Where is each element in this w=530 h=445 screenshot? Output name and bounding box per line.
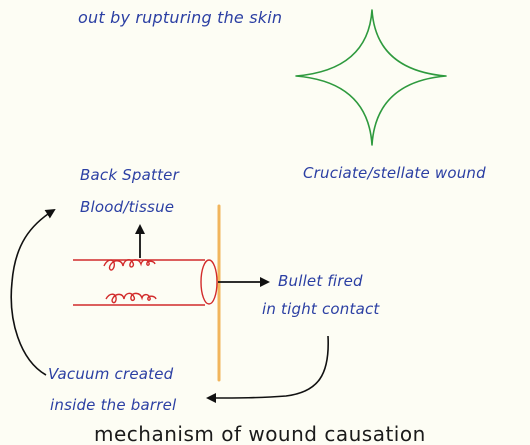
blood-tissue-label: Blood/tissue: [80, 200, 174, 215]
diagram-caption: mechanism of wound causation: [94, 424, 426, 444]
stellate-wound-star: [296, 10, 446, 145]
gun-barrel: [73, 260, 217, 305]
top-line-text: out by rupturing the skin: [78, 10, 282, 26]
tight-contact-label: in tight contact: [262, 302, 380, 317]
inside-barrel-label: inside the barrel: [50, 398, 176, 413]
bullet-fired-label: Bullet fired: [278, 274, 363, 289]
vacuum-return-arrow: [11, 210, 54, 375]
contact-to-barrel-arrow: [208, 336, 328, 398]
back-spatter-label: Back Spatter: [80, 168, 179, 183]
vacuum-created-label: Vacuum created: [48, 367, 173, 382]
stellate-wound-label: Cruciate/stellate wound: [303, 166, 486, 181]
